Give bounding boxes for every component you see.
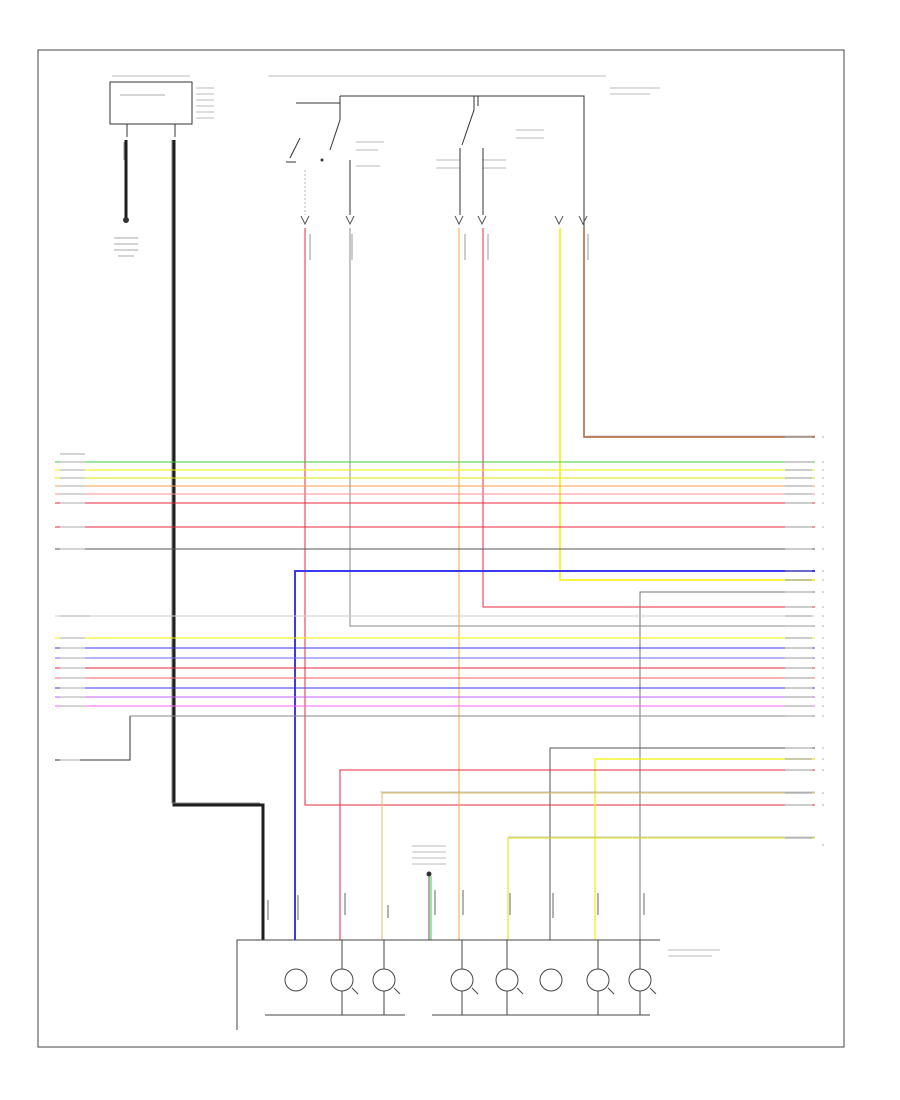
ground-symbol [114,217,138,257]
wire-tan-1 [381,792,815,940]
wire-red-3 [339,769,815,940]
main-switch[interactable] [286,119,384,167]
wire-black-2 [549,747,815,940]
wire-blue-1 [294,570,815,940]
wire-yellow-2 [594,758,815,940]
wire-gray-2 [639,591,815,940]
wire-brown-1 [583,228,815,438]
left-pin-markers [60,453,90,761]
control-module [109,75,214,125]
harness-group-1 [55,461,815,504]
bottom-module [236,939,720,1030]
top-connectors [300,215,589,260]
wire-yellow-1 [559,228,815,581]
selector-switch[interactable] [436,96,544,169]
right-pin-markers [785,436,812,839]
top-bus [340,95,585,228]
wire-black-left [55,716,131,761]
module-feed-wire [171,140,265,940]
ground-wire [123,140,128,218]
ground-point [412,845,446,940]
wire-yellow-3 [507,837,815,940]
harness-group-2 [55,526,815,550]
wire-red-1 [304,228,815,806]
harness-group-3 [55,615,815,717]
bottom-connectors [267,890,645,920]
top-harness-label [268,75,660,95]
right-pin-numbers [822,436,824,846]
wire-gray-1 [349,228,815,627]
diagram-border [37,49,845,1048]
bottom-module-elements [284,940,657,1015]
wire-red-2 [482,228,815,608]
